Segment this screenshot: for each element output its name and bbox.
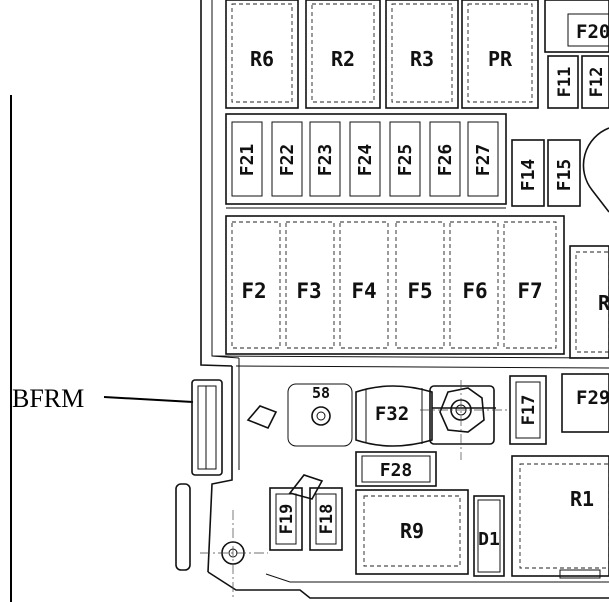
fuse-f27: F27 [473, 144, 494, 177]
battery-stud [420, 380, 510, 460]
relay-r3: R3 [410, 47, 434, 71]
fuse-f3: F3 [296, 279, 321, 303]
fuse-f28-block: F28 [355, 451, 437, 487]
mega-fuse-f32: F32 [355, 385, 496, 447]
fuse-f17-block: F17 [509, 375, 547, 445]
fuse-pair-f14-f15: F14 F15 [511, 127, 609, 213]
terminal-58: 58 [287, 383, 353, 447]
clip-left [246, 405, 278, 430]
relay-r6: R6 [250, 47, 274, 71]
fuse-f24: F24 [355, 144, 376, 177]
relay-partial-right: R [569, 245, 609, 359]
relay-r9-block: R9 [355, 489, 469, 575]
relay-r-partial: R [598, 291, 609, 315]
relay-r9: R9 [400, 519, 424, 543]
maxi-fuse-row: F2 F3 F4 F5 F6 F7 [225, 215, 565, 355]
relay-row-top: R6 R2 R3 PR [225, 0, 539, 109]
terminal-label-58: 58 [312, 384, 330, 402]
fuse-f20: F20 [576, 21, 609, 43]
relay-r2: R2 [331, 47, 355, 71]
fuse-f18: F18 [317, 504, 337, 535]
fuse-f32: F32 [375, 403, 409, 425]
fuse-f29: F29 [576, 387, 609, 409]
fuse-f25: F25 [395, 144, 416, 177]
callout-label-bfrm: BFRM [12, 384, 84, 413]
fuse-f11: F11 [555, 67, 575, 98]
fuse-f4: F4 [351, 279, 376, 303]
relay-r1-block: R1 [511, 455, 609, 579]
fuse-f17: F17 [519, 395, 539, 426]
relay-r1: R1 [570, 487, 594, 511]
fuse-f14: F14 [518, 159, 539, 192]
fuse-pair-f19-f18: F19 F18 [269, 487, 343, 551]
fuse-f6: F6 [462, 279, 487, 303]
fuse-f19: F19 [277, 504, 297, 535]
fuse-group-top-right: F20 F11 F12 [544, 0, 609, 109]
housing-outline [200, 0, 609, 599]
fuse-f5: F5 [407, 279, 432, 303]
diode-d1: D1 [478, 529, 500, 550]
fuse-f23: F23 [315, 144, 336, 177]
diode-d1-block: D1 [473, 495, 505, 577]
relay-pr: PR [488, 47, 513, 71]
fuse-f7: F7 [517, 279, 542, 303]
fuse-f15: F15 [554, 159, 575, 192]
fuse-f12: F12 [587, 67, 607, 98]
fuse-f2: F2 [241, 279, 266, 303]
bfrm-connector [191, 379, 223, 476]
mini-fuse-row: F21 F22 F23 F24 F25 F26 F27 [225, 113, 507, 209]
ground-bolt-mount [175, 483, 268, 600]
fuse-f22: F22 [277, 144, 298, 177]
fuse-f28: F28 [380, 460, 413, 481]
fuse-f21: F21 [237, 144, 258, 177]
fuse-f29-block: F29 [561, 373, 609, 433]
fuse-f26: F26 [435, 144, 456, 177]
clip-lower [288, 474, 324, 500]
callout-leader-line [103, 396, 194, 403]
